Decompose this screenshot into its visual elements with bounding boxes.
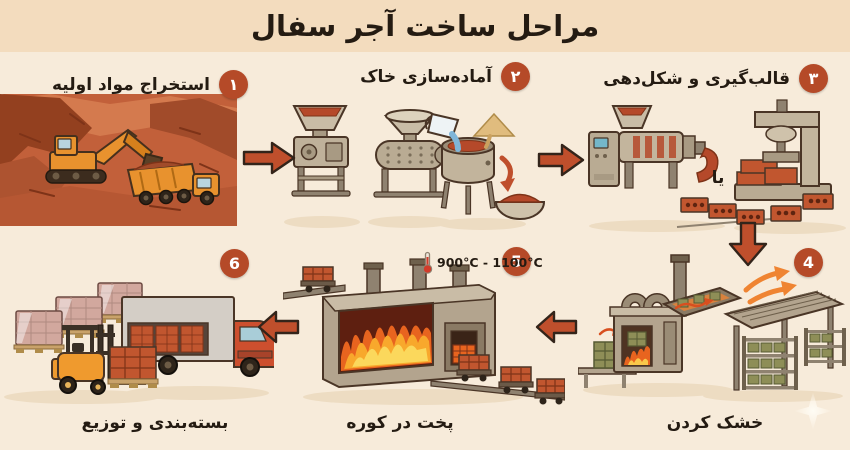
kiln-temperature-text: 900°C - 1100°C — [437, 255, 543, 270]
arrow-stage-1-to-2 — [242, 141, 296, 175]
stage-4-label: خشک کردن — [666, 413, 764, 433]
drying-chamber-icon — [661, 286, 743, 318]
press-machine-icon — [734, 99, 832, 201]
drum-mill-icon — [373, 109, 462, 198]
quarry-illustration — [0, 94, 237, 226]
kiln-illustration — [283, 258, 565, 405]
stage-5-number-badge: 5 — [502, 247, 531, 276]
wrapped-pallet-icon — [13, 310, 65, 353]
stage-1-number-badge: ۱ — [219, 70, 248, 99]
arrow-stage-4-to-5 — [535, 310, 578, 344]
jaw-crusher-icon — [291, 105, 351, 197]
stage-3-number-badge: ۳ — [799, 64, 828, 93]
heat-arrows-icon — [743, 266, 797, 305]
page-title: مراحل ساخت آجر سفال — [250, 9, 600, 43]
stage-1-label-row: ۱ استخراج مواد اولیه — [52, 70, 248, 99]
arrow-stage-3-to-4 — [728, 221, 768, 267]
stage-1-label: استخراج مواد اولیه — [52, 74, 210, 95]
forklift-icon — [51, 324, 159, 395]
drying-illustration — [578, 254, 846, 402]
kiln-temperature-row: 900°C - 1100°C — [422, 251, 543, 274]
water-pitcher-icon — [424, 112, 461, 152]
mixing-vat-icon — [440, 137, 496, 215]
stage-4-number-badge: 4 — [794, 248, 823, 277]
clay-bowl-icon — [494, 193, 546, 220]
entering-cart-icon — [300, 266, 336, 293]
soil-preparation-illustration — [284, 105, 546, 230]
or-label: یا — [711, 168, 725, 188]
forklift-load-icon — [107, 346, 159, 388]
extruded-bricks-icon — [676, 197, 772, 228]
stage-6-label: بسته‌بندی و توزیع — [81, 413, 229, 433]
packaging-distribution-illustration — [4, 282, 274, 404]
stage-2-label-row: ۲ آماده‌سازی خاک — [352, 62, 530, 91]
title-band: مراحل ساخت آجر سفال — [0, 0, 850, 52]
arrow-stage-2-to-3 — [537, 143, 585, 177]
arrow-stage-5-to-6 — [257, 310, 300, 344]
stage-5-label: پخت در کوره — [346, 413, 454, 433]
thermometer-icon — [422, 251, 433, 274]
stage-3-label-row: ۳ قالب‌گیری و شکل‌دهی — [603, 64, 828, 93]
molding-shaping-illustration — [588, 99, 846, 234]
mix-to-bowl-arrow-icon — [499, 155, 515, 192]
exit-cart-icon — [498, 366, 534, 394]
sand-pile-icon — [472, 112, 516, 149]
stage-2-number-badge: ۲ — [501, 62, 530, 91]
drying-racks-icon — [723, 290, 846, 391]
stage-6-number-badge: 6 — [220, 249, 249, 278]
extruder-machine-icon — [588, 105, 719, 189]
pressed-bricks-icon — [770, 193, 834, 222]
exit-cart-icon — [456, 354, 492, 382]
exit-cart-icon — [534, 378, 565, 405]
kiln-body-icon — [321, 258, 497, 389]
dump-truck-icon — [126, 161, 220, 206]
stage-2-label: آماده‌سازی خاک — [360, 66, 492, 87]
stage-3-label: قالب‌گیری و شکل‌دهی — [603, 68, 790, 89]
truck-icon — [121, 296, 274, 377]
dryer-machine-icon — [609, 254, 690, 373]
